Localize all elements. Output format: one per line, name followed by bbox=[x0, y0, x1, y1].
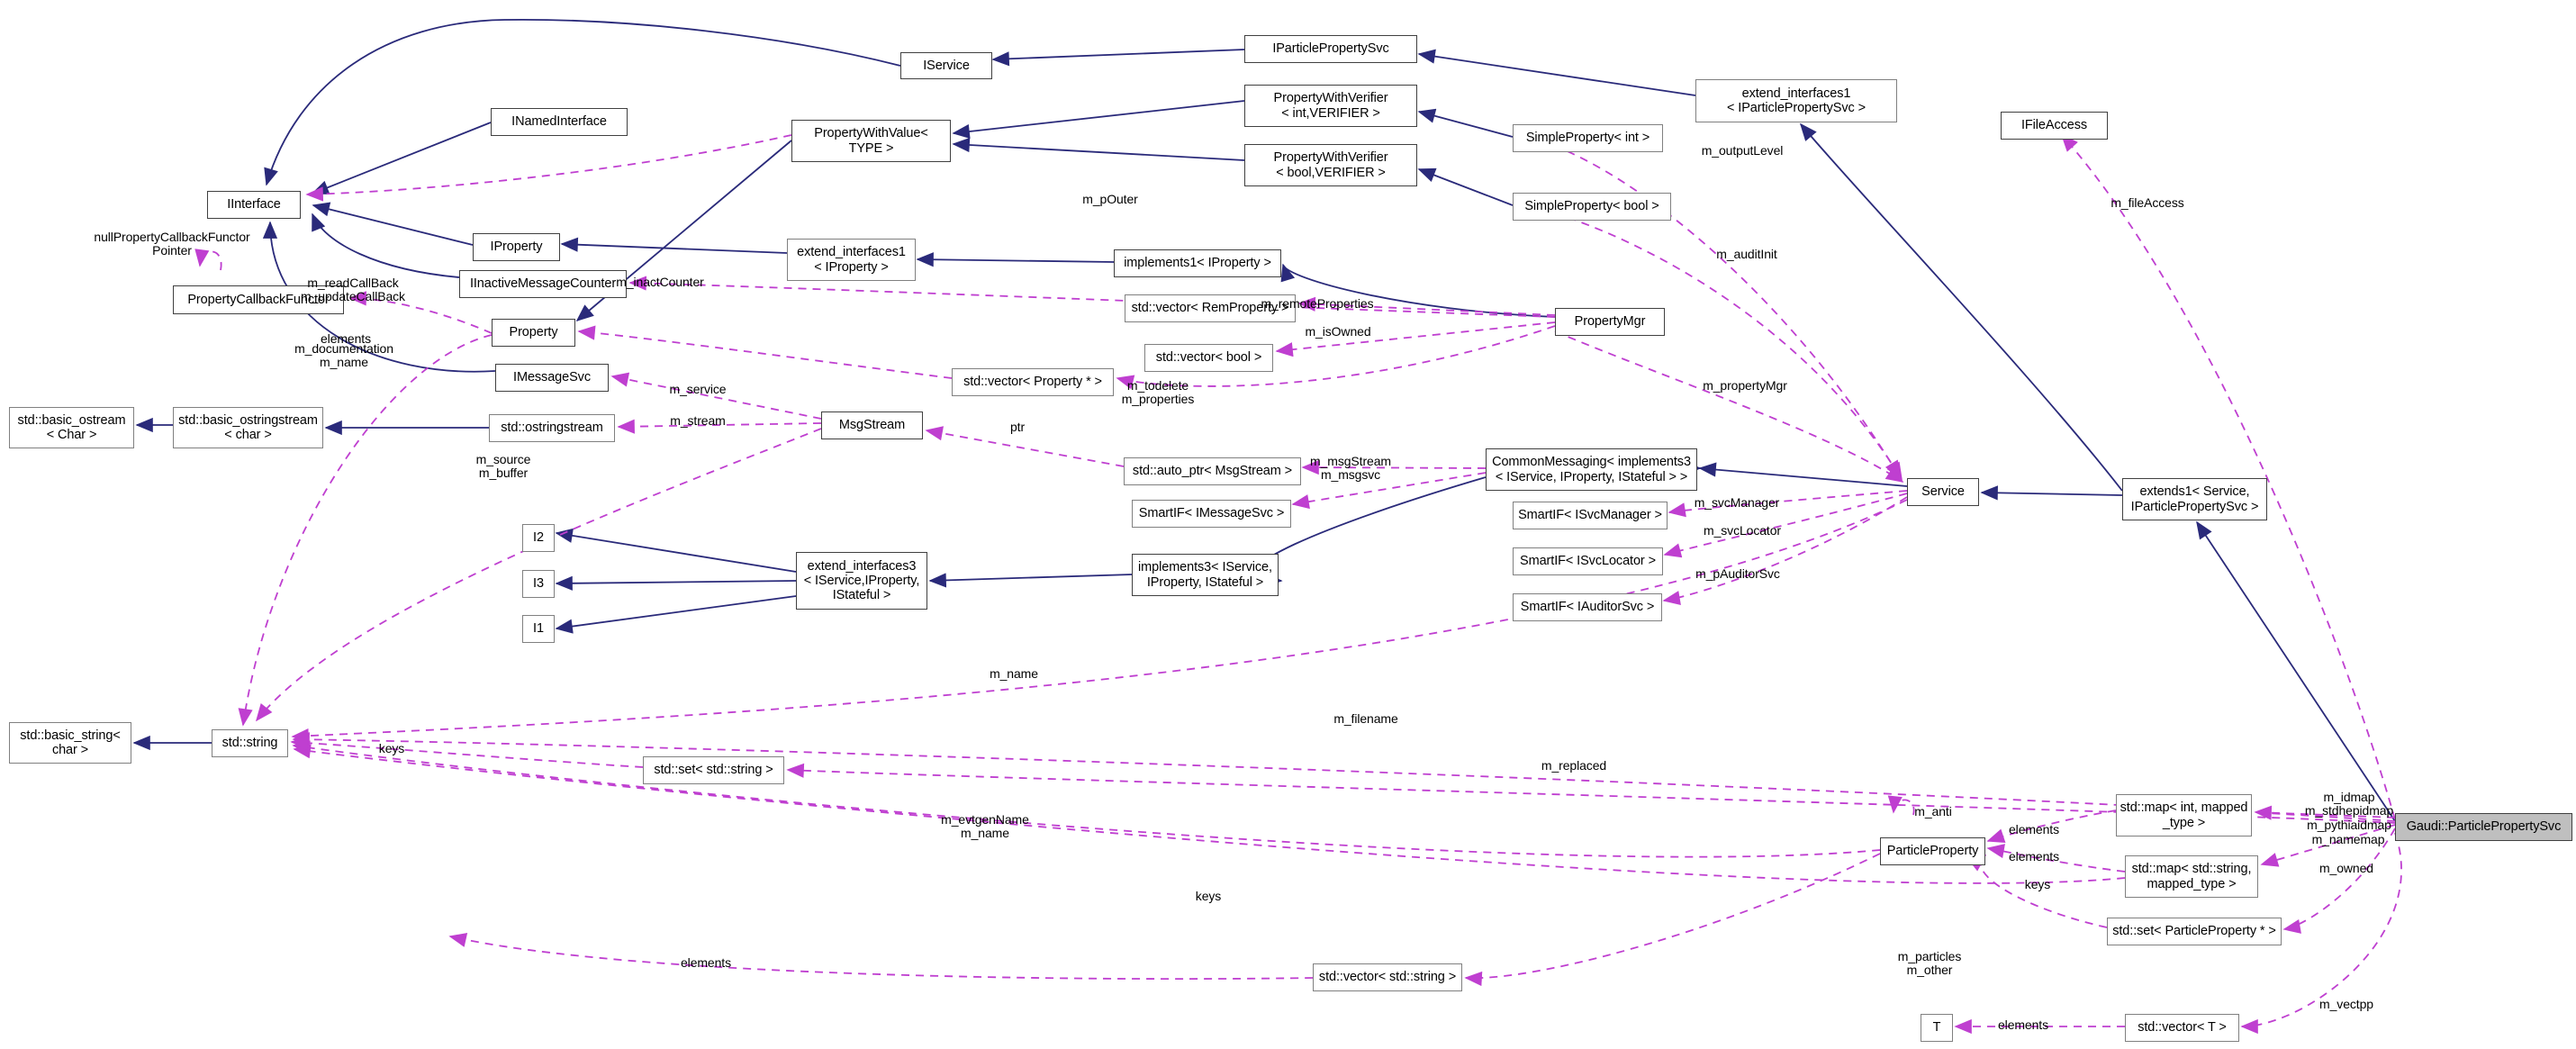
edge-label-m_vectpp: m_vectpp bbox=[2319, 997, 2373, 1011]
class-node-IParticlePropertySvc[interactable]: IParticlePropertySvc bbox=[1244, 35, 1417, 63]
class-node-map_string_mapped[interactable]: std::map< std::string, mapped_type > bbox=[2125, 855, 2258, 898]
edge-label-m_documentation: m_documentation m_name bbox=[294, 341, 393, 370]
class-node-IMessageSvc[interactable]: IMessageSvc bbox=[495, 364, 609, 392]
class-node-vector_RemProperty[interactable]: std::vector< RemProperty > bbox=[1125, 294, 1296, 322]
class-node-Service[interactable]: Service bbox=[1907, 478, 1979, 506]
edge-label-m_propertyMgr: m_propertyMgr bbox=[1703, 378, 1787, 393]
class-node-map_int_mapped[interactable]: std::map< int, mapped _type > bbox=[2116, 794, 2252, 836]
class-node-vector_Property_ptr[interactable]: std::vector< Property * > bbox=[952, 368, 1114, 396]
edge-label-m_namemap: m_namemap bbox=[2311, 832, 2385, 846]
class-node-extend_interfaces1_IProperty[interactable]: extend_interfaces1 < IProperty > bbox=[787, 239, 916, 281]
edge-label-elements_map_int: elements bbox=[2008, 822, 2060, 836]
edge-label-m_pOuter: m_pOuter bbox=[1082, 192, 1138, 206]
edge-label-keys_3: keys bbox=[1195, 889, 1222, 903]
class-node-IInterface[interactable]: IInterface bbox=[207, 191, 301, 219]
class-node-PropertyWithVerifierBool[interactable]: PropertyWithVerifier < bool,VERIFIER > bbox=[1244, 144, 1417, 186]
class-node-PropertyMgr[interactable]: PropertyMgr bbox=[1555, 308, 1665, 336]
class-node-SimplePropertyBool[interactable]: SimpleProperty< bool > bbox=[1513, 193, 1671, 221]
edge-label-m_outputLevel: m_outputLevel bbox=[1701, 143, 1784, 158]
edge-label-m_source: m_source m_buffer bbox=[475, 452, 531, 481]
class-node-SimplePropertyInt[interactable]: SimpleProperty< int > bbox=[1513, 124, 1663, 152]
class-node-set_ParticleProperty_ptr[interactable]: std::set< ParticleProperty * > bbox=[2107, 918, 2282, 945]
edge-label-m_auditInit: m_auditInit bbox=[1716, 247, 1777, 261]
class-node-PropertyWithValueType[interactable]: PropertyWithValue< TYPE > bbox=[791, 120, 951, 162]
class-node-extend_interfaces1_IPPS[interactable]: extend_interfaces1 < IParticlePropertySv… bbox=[1695, 79, 1897, 122]
edge-label-m_todelete: m_todelete m_properties bbox=[1121, 378, 1195, 407]
class-node-SmartIF_ISvcManager[interactable]: SmartIF< ISvcManager > bbox=[1513, 502, 1668, 529]
edge-label-m_owned: m_owned bbox=[2318, 861, 2374, 875]
edge-label-m_idmap: m_idmap m_stdhepidmap m_pythiaidmap bbox=[2304, 790, 2394, 832]
edge-label-m_stream: m_stream bbox=[670, 413, 726, 428]
edge-label-elements_property: elements bbox=[320, 331, 372, 346]
edge-label-ptr: ptr bbox=[1009, 420, 1026, 434]
class-node-extend_interfaces3[interactable]: extend_interfaces3 < IService,IProperty,… bbox=[796, 552, 927, 610]
inheritance-edges bbox=[132, 18, 2396, 822]
class-node-SmartIF_IAuditorSvc[interactable]: SmartIF< IAuditorSvc > bbox=[1513, 593, 1662, 621]
class-node-extends1_Service[interactable]: extends1< Service, IParticlePropertySvc … bbox=[2122, 478, 2267, 520]
edge-label-m_particles: m_particles m_other bbox=[1897, 949, 1962, 978]
edge-label-m_remoteProperties: m_remoteProperties bbox=[1261, 296, 1374, 311]
class-node-INamedInterface[interactable]: INamedInterface bbox=[491, 108, 628, 136]
class-node-SmartIF_ISvcLocator[interactable]: SmartIF< ISvcLocator > bbox=[1513, 547, 1663, 575]
edge-label-m_msgStream: m_msgStream m_msgsvc bbox=[1310, 454, 1391, 483]
class-node-IFileAccess[interactable]: IFileAccess bbox=[2001, 112, 2108, 140]
edge-label-m_replaced: m_replaced bbox=[1541, 758, 1607, 773]
class-node-IInactiveMessageCounter[interactable]: IInactiveMessageCounter bbox=[459, 270, 627, 298]
edge-label-elements_map_string: elements bbox=[2008, 849, 2060, 864]
class-node-basic_ostream_Char[interactable]: std::basic_ostream < Char > bbox=[9, 407, 134, 448]
class-node-PropertyCallbackFunctor[interactable]: PropertyCallbackFunctor bbox=[173, 285, 344, 314]
class-node-basic_string_char[interactable]: std::basic_string< char > bbox=[9, 722, 131, 764]
class-node-implements3[interactable]: implements3< IService, IProperty, IState… bbox=[1132, 554, 1279, 596]
edge-label-m_svcLocator: m_svcLocator bbox=[1704, 523, 1781, 538]
class-node-basic_ostringstream_char[interactable]: std::basic_ostringstream < char > bbox=[173, 407, 323, 448]
edge-label-m_filename: m_filename bbox=[1333, 711, 1398, 726]
class-node-Property[interactable]: Property bbox=[492, 319, 575, 347]
class-node-ostringstream[interactable]: std::ostringstream bbox=[489, 414, 615, 442]
class-node-string[interactable]: std::string bbox=[212, 729, 288, 757]
class-node-Gaudi_ParticlePropertySvc[interactable]: Gaudi::ParticlePropertySvc bbox=[2395, 813, 2572, 841]
edge-label-keys_1: keys bbox=[378, 741, 405, 755]
class-node-T[interactable]: T bbox=[1921, 1014, 1953, 1042]
class-node-vector_string[interactable]: std::vector< std::string > bbox=[1313, 963, 1462, 991]
edge-label-m_pAuditorSvc: m_pAuditorSvc bbox=[1695, 566, 1780, 581]
edge-label-elements_vec_T: elements bbox=[1997, 1017, 2049, 1032]
class-node-vector_T[interactable]: std::vector< T > bbox=[2125, 1014, 2239, 1042]
edge-label-m_anti: m_anti bbox=[1914, 804, 1952, 818]
class-node-I1[interactable]: I1 bbox=[522, 615, 555, 643]
edge-label-elements_vec_string: elements bbox=[680, 955, 732, 970]
edge-label-m_readCallBack: m_readCallBack m_updateCallBack bbox=[301, 276, 405, 304]
class-node-set_string[interactable]: std::set< std::string > bbox=[643, 756, 784, 784]
class-node-vector_bool[interactable]: std::vector< bool > bbox=[1144, 344, 1273, 372]
class-node-I3[interactable]: I3 bbox=[522, 570, 555, 598]
class-node-IService[interactable]: IService bbox=[900, 52, 992, 79]
edge-label-m_service: m_service bbox=[669, 382, 727, 396]
class-node-PropertyWithVerifierInt[interactable]: PropertyWithVerifier < int,VERIFIER > bbox=[1244, 85, 1417, 127]
edge-label-nullPropertyCallbackFunctorPointer: nullPropertyCallbackFunctor Pointer bbox=[94, 230, 250, 258]
class-node-SmartIF_IMessageSvc[interactable]: SmartIF< IMessageSvc > bbox=[1132, 500, 1291, 528]
edge-label-m_name_1: m_name bbox=[990, 666, 1038, 681]
edge-label-keys_2: keys bbox=[2024, 877, 2051, 891]
class-node-ParticleProperty[interactable]: ParticleProperty bbox=[1880, 837, 1985, 865]
edge-label-m_fileAccess: m_fileAccess bbox=[2111, 195, 2184, 210]
class-node-I2[interactable]: I2 bbox=[522, 524, 555, 552]
edge-label-m_isOwned: m_isOwned bbox=[1305, 324, 1371, 339]
class-node-MsgStream[interactable]: MsgStream bbox=[821, 411, 923, 439]
edge-label-m_inactCounter: m_inactCounter bbox=[616, 275, 704, 289]
edge-label-m_evtgenName: m_evtgenName m_name bbox=[941, 812, 1029, 841]
edge-label-m_svcManager: m_svcManager bbox=[1694, 495, 1780, 510]
class-node-IProperty[interactable]: IProperty bbox=[473, 233, 560, 261]
class-node-implements1_IProperty[interactable]: implements1< IProperty > bbox=[1114, 249, 1281, 277]
class-node-auto_ptr_MsgStream[interactable]: std::auto_ptr< MsgStream > bbox=[1124, 457, 1301, 485]
class-node-CommonMessaging[interactable]: CommonMessaging< implements3 < IService,… bbox=[1486, 448, 1697, 491]
